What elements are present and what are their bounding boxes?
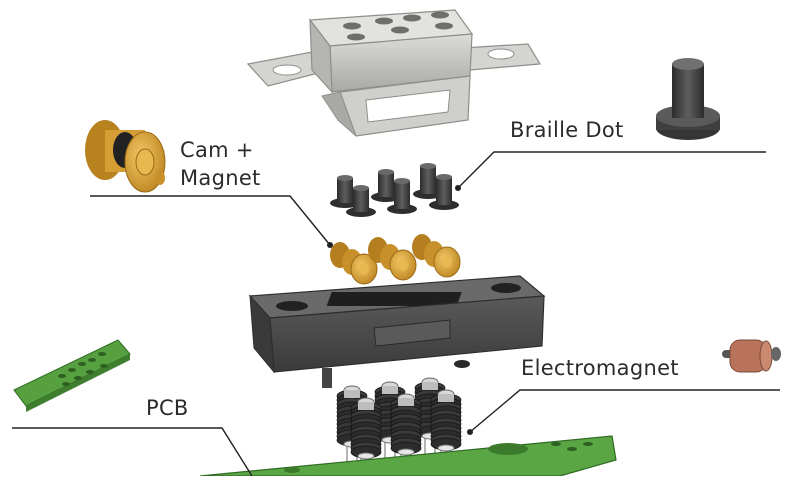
leader-lines xyxy=(12,151,780,477)
label-pcb: PCB xyxy=(146,396,189,420)
label-cam-magnet-line1: Cam + xyxy=(180,138,254,162)
coil-array xyxy=(336,377,462,474)
leader-pcb xyxy=(12,427,253,477)
braille-pins xyxy=(330,163,459,217)
bottom-housing xyxy=(248,275,546,388)
electromagnet-coil xyxy=(350,397,382,474)
label-braille-dot: Braille Dot xyxy=(510,118,624,142)
cam-magnet-detail xyxy=(85,120,166,193)
electromagnet-detail xyxy=(722,339,781,373)
label-cam-magnet-line2: Magnet xyxy=(180,166,261,190)
braille-dot-detail xyxy=(656,58,720,140)
electromagnet-coil xyxy=(390,393,422,470)
pcb-detail xyxy=(13,339,131,412)
leader-cam-magnet xyxy=(90,195,331,246)
label-electromagnet: Electromagnet xyxy=(521,356,679,380)
top-housing xyxy=(246,9,542,137)
leader-electromagnet xyxy=(469,389,780,433)
cam-rollers xyxy=(330,234,461,285)
leader-braille-dot xyxy=(457,151,766,189)
electromagnet-coil xyxy=(430,389,462,466)
